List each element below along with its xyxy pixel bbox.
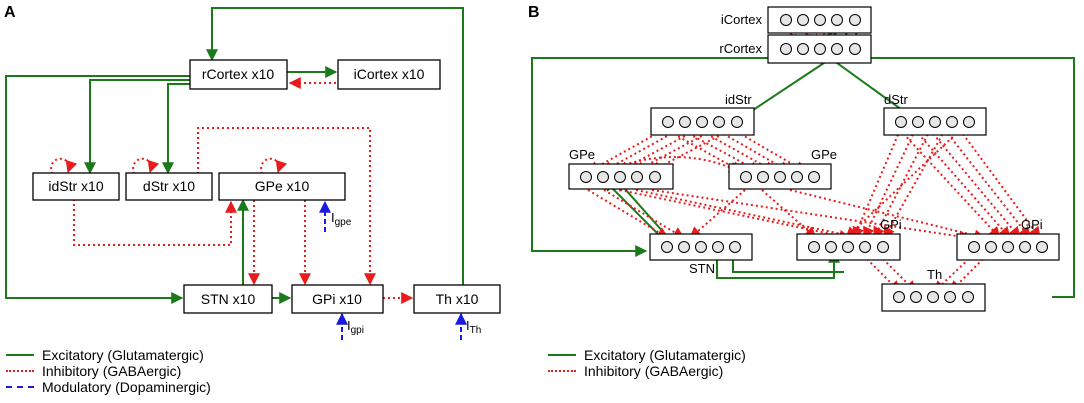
panel-a-excitatory-edges bbox=[5, 7, 464, 304]
panel-a-label: A bbox=[4, 4, 16, 21]
idstr-node bbox=[32, 172, 120, 201]
legend-modulatory: Modulatory (Dopaminergic) bbox=[6, 379, 211, 395]
panel-b-labels: iCortex rCortex idStr dStr GPe GPe STN G… bbox=[569, 12, 1043, 282]
legend-inhibitory-label: Inhibitory (GABAergic) bbox=[42, 363, 182, 379]
input-gpi-label: Igpi bbox=[347, 318, 364, 336]
modulatory-swatch bbox=[6, 386, 34, 388]
stn-node bbox=[183, 284, 273, 314]
legend-excitatory: Excitatory (Glutamatergic) bbox=[6, 347, 211, 363]
panel-a-nodes bbox=[32, 59, 501, 314]
icortex-label: iCortex x10 bbox=[354, 66, 425, 82]
legend-b-inhibitory: Inhibitory (GABAergic) bbox=[548, 363, 746, 379]
icortex-node bbox=[337, 59, 441, 90]
excitatory-swatch bbox=[548, 354, 576, 356]
idstr-label: idStr x10 bbox=[48, 178, 103, 194]
rcortex-label: rCortex x10 bbox=[202, 66, 275, 82]
gpi-label: GPi x10 bbox=[312, 291, 362, 307]
legend-inhibitory: Inhibitory (GABAergic) bbox=[6, 363, 211, 379]
panel-a-node-labels: rCortex x10 iCortex x10 idStr x10 dStr x… bbox=[48, 66, 478, 307]
dstr-label: dStr x10 bbox=[143, 178, 195, 194]
excitatory-swatch bbox=[6, 354, 34, 356]
legend-b-excitatory-label: Excitatory (Glutamatergic) bbox=[584, 347, 746, 363]
th-label: Th x10 bbox=[436, 291, 479, 307]
rcortex-node bbox=[189, 59, 288, 90]
legend-b-excitatory: Excitatory (Glutamatergic) bbox=[548, 347, 746, 363]
panel-b-label: B bbox=[528, 4, 540, 21]
dstr-node bbox=[125, 172, 213, 201]
b-th-label: Th bbox=[927, 267, 942, 282]
b-idstr-label: idStr bbox=[725, 92, 752, 107]
gpi-node bbox=[291, 284, 384, 314]
legend-modulatory-label: Modulatory (Dopaminergic) bbox=[42, 379, 211, 395]
input-gpe-label: Igpe bbox=[331, 210, 352, 228]
b-stn-label: STN bbox=[689, 261, 715, 276]
stn-label: STN x10 bbox=[201, 291, 256, 307]
b-icortex-label: iCortex bbox=[721, 12, 763, 27]
b-gpi-left-label: GPi bbox=[880, 217, 902, 232]
inhibitory-swatch bbox=[548, 370, 576, 372]
panel-a-modulatory-edges bbox=[319, 200, 467, 340]
panel-a-legend: Excitatory (Glutamatergic) Inhibitory (G… bbox=[6, 347, 211, 395]
legend-excitatory-label: Excitatory (Glutamatergic) bbox=[42, 347, 204, 363]
gpe-node bbox=[218, 172, 346, 201]
panel-a-inhibitory-edges bbox=[50, 77, 414, 304]
gpe-label: GPe x10 bbox=[255, 178, 310, 194]
panel-a-input-labels: Igpe Igpi ITh bbox=[331, 210, 481, 336]
input-th-label: ITh bbox=[466, 318, 481, 336]
panel-b-legend: Excitatory (Glutamatergic) Inhibitory (G… bbox=[548, 347, 746, 379]
b-gpe-left-label: GPe bbox=[569, 147, 595, 162]
panel-b-neurons bbox=[580, 14, 1048, 303]
b-rcortex-label: rCortex bbox=[719, 41, 762, 56]
inhibitory-swatch bbox=[6, 370, 34, 372]
b-gpi-right-label: GPi bbox=[1021, 217, 1043, 232]
legend-b-inhibitory-label: Inhibitory (GABAergic) bbox=[584, 363, 724, 379]
b-dstr-label: dStr bbox=[884, 92, 909, 107]
b-gpe-right-label: GPe bbox=[811, 147, 837, 162]
th-node bbox=[413, 284, 501, 314]
